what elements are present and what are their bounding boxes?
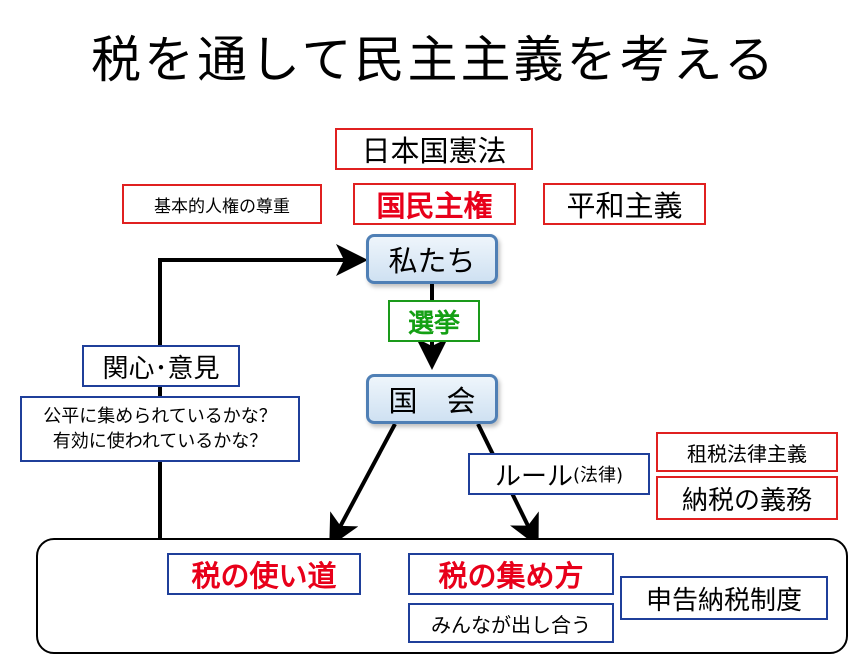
question-effective-use: 有効に使われているかな？ [52,431,268,452]
rule-law-label: (法律) [572,465,624,486]
tax-collect-box: 税の集め方 [408,553,614,595]
election-box: 選挙 [388,300,480,342]
diet-to-use-arrow [329,423,397,548]
constitution-box: 日本国憲法 [335,128,533,170]
self-assessment-box: 申告納税制度 [620,576,828,620]
interest-opinion-box: 関心･意見 [82,345,240,387]
everyone-contributes-box: みんなが出し合う [408,603,614,643]
tax-legalism-box: 租税法律主義 [656,432,838,472]
rule-box: ルール (法律) [468,453,650,495]
tax-use-box: 税の使い道 [167,553,361,595]
popular-sovereignty-box: 国民主権 [353,183,516,225]
human-rights-box: 基本的人権の尊重 [122,184,322,224]
question-fair-collection: 公平に集められているかな？ [43,406,277,427]
us-node: 私たち [366,234,498,284]
diet-node: 国 会 [366,374,498,424]
questions-box: 公平に集められているかな？ 有効に使われているかな？ [20,396,300,462]
rule-label: ルール [494,461,573,492]
pacifism-box: 平和主義 [543,183,706,225]
page-title: 税を通して民主主義を考える [91,31,777,89]
tax-duty-box: 納税の義務 [656,476,838,520]
